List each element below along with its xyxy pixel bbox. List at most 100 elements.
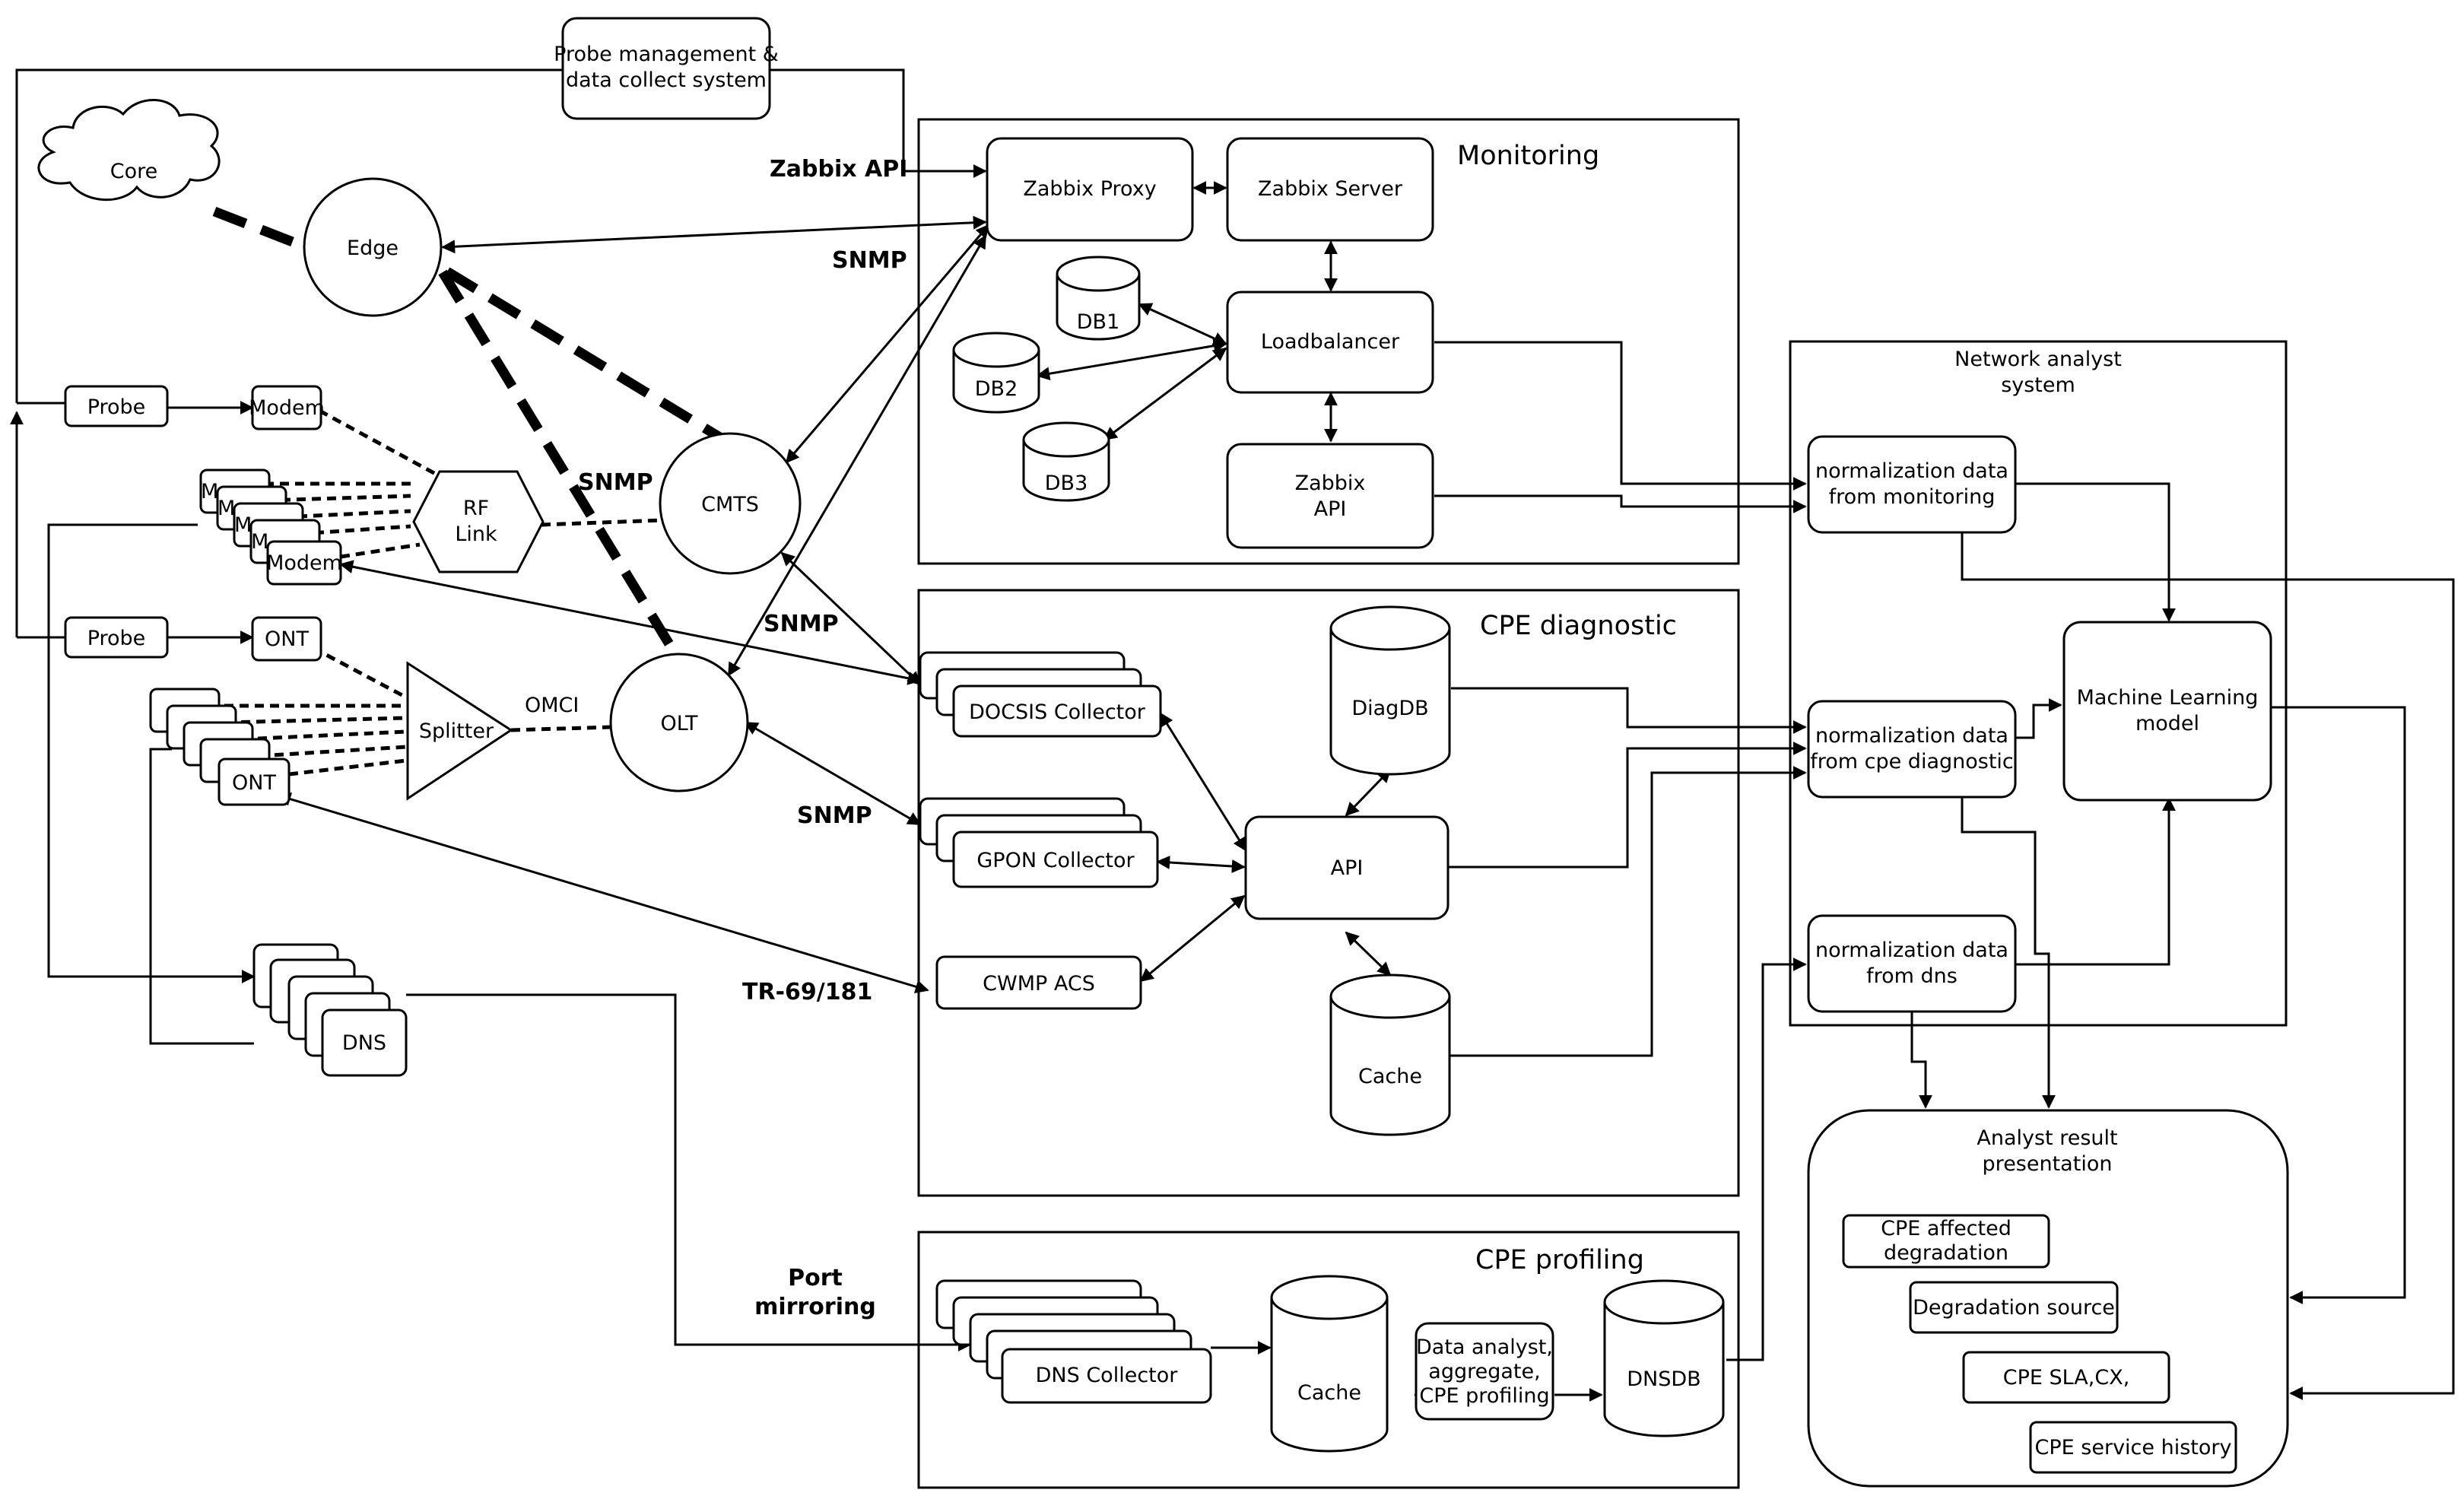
svg-text:CPE service history: CPE service history [2035, 1436, 2232, 1459]
splitter-node[interactable]: Splitter [406, 661, 513, 801]
svg-text:Zabbix Proxy: Zabbix Proxy [1023, 177, 1156, 201]
port-mirroring-label-line1: Port [788, 1265, 843, 1291]
svg-text:M: M [251, 530, 268, 554]
cache-diag-cylinder[interactable]: Cache [1329, 974, 1451, 1136]
analyst-result-title-line2: presentation [1983, 1152, 2113, 1176]
cwmp-acs[interactable]: CWMP ACS [935, 955, 1142, 1010]
svg-text:OLT: OLT [660, 712, 698, 735]
mgmt-to-probe-line [15, 68, 563, 403]
norm-monitoring[interactable]: normalization data from monitoring [1807, 435, 2017, 534]
svg-text:Loadbalancer: Loadbalancer [1261, 330, 1400, 354]
snmp-label-3: SNMP [764, 611, 839, 637]
zabbix-api-label: Zabbix API [770, 156, 907, 183]
analyst-result-title-line1: Analyst result [1977, 1126, 2117, 1150]
degradation-source[interactable]: Degradation source [1909, 1281, 2119, 1334]
norm-dns[interactable]: normalization data from dns [1807, 914, 2017, 1013]
api-node[interactable]: API [1244, 815, 1450, 920]
cpe-affected-degradation[interactable]: CPE affected degradation [1842, 1214, 2050, 1269]
db2-cylinder[interactable]: DB2 [952, 332, 1040, 414]
port-mirroring-line [406, 993, 972, 1351]
loadbalancer[interactable]: Loadbalancer [1226, 291, 1434, 394]
edge-labels: Zabbix API SNMP SNMP SNMP SNMP OMCI TR-6… [525, 156, 907, 1320]
network-analyst-group: Network analyst system [1789, 340, 2288, 1027]
svg-text:API: API [1314, 497, 1347, 521]
data-analyst-node[interactable]: Data analyst, aggregate, CPE profiling [1415, 1322, 1554, 1421]
zabbix-server[interactable]: Zabbix Server [1226, 137, 1434, 242]
svg-text:M: M [201, 480, 218, 503]
svg-text:Modem: Modem [266, 551, 342, 575]
svg-text:DNS Collector: DNS Collector [1036, 1364, 1179, 1387]
svg-text:DB1: DB1 [1077, 310, 1120, 334]
probe-management-node[interactable]: Probe management & data collect system [554, 17, 779, 120]
svg-text:Modem: Modem [249, 396, 325, 420]
dnsdb-cylinder[interactable]: DNSDB [1603, 1279, 1725, 1437]
svg-text:Zabbix: Zabbix [1295, 472, 1366, 495]
probe-top[interactable]: Probe [64, 385, 169, 427]
cache-profiling-cylinder[interactable]: Cache [1270, 1275, 1389, 1453]
rflink-cmts-link [541, 518, 662, 527]
edge-olt-link [438, 269, 680, 657]
ont-stack[interactable]: ONT [149, 688, 291, 806]
svg-text:aggregate,: aggregate, [1428, 1360, 1540, 1383]
core-cloud[interactable]: Core [37, 99, 221, 202]
svg-text:DiagDB: DiagDB [1351, 697, 1428, 720]
modem-rflink-link [318, 408, 441, 478]
zabbix-api-node[interactable]: Zabbix API [1226, 443, 1434, 549]
svg-text:DNS: DNS [342, 1031, 386, 1055]
cpe-service-history[interactable]: CPE service history [2029, 1421, 2237, 1474]
svg-text:Machine Learning: Machine Learning [2077, 686, 2259, 710]
cmts-node[interactable]: CMTS [659, 432, 802, 575]
edge-router[interactable]: Edge [303, 177, 443, 317]
svg-text:M: M [234, 513, 252, 537]
svg-text:from cpe diagnostic: from cpe diagnostic [1810, 750, 2014, 773]
port-mirroring-label-line2: mirroring [754, 1294, 876, 1320]
tr69-label: TR-69/181 [742, 979, 872, 1005]
splitter-olt-link [510, 725, 612, 732]
docsis-collector[interactable]: DOCSIS Collector [919, 651, 1162, 738]
svg-text:from dns: from dns [1866, 964, 1958, 988]
diagdb-cylinder[interactable]: DiagDB [1329, 605, 1451, 776]
mgmt-to-zabbix-proxy-arrow [770, 68, 987, 178]
svg-text:Degradation source: Degradation source [1913, 1296, 2115, 1320]
svg-text:RF: RF [463, 497, 489, 520]
svg-text:Probe management &: Probe management & [554, 43, 779, 66]
cpe-diagnostic-group-title: CPE diagnostic [1480, 611, 1677, 641]
cpe-sla-cx[interactable]: CPE SLA,CX, [1962, 1351, 2170, 1404]
db3-cylinder[interactable]: DB3 [1022, 421, 1110, 502]
ml-model[interactable]: Machine Learning model [2062, 621, 2272, 802]
dns-stack[interactable]: DNS [252, 943, 408, 1077]
gpon-collector[interactable]: GPON Collector [919, 797, 1159, 888]
norm-cpe-diagnostic[interactable]: normalization data from cpe diagnostic [1807, 700, 2017, 799]
svg-text:Link: Link [455, 522, 497, 546]
zabbix-proxy[interactable]: Zabbix Proxy [986, 137, 1194, 242]
svg-text:API: API [1331, 856, 1364, 880]
svg-text:DB2: DB2 [975, 377, 1018, 401]
ont-splitter-link [312, 646, 412, 702]
svg-text:M: M [218, 497, 235, 520]
svg-text:degradation: degradation [1884, 1241, 2008, 1265]
modem-stack[interactable]: M M M M Modem [199, 468, 342, 586]
svg-text:Probe: Probe [87, 395, 146, 419]
svg-text:CPE SLA,CX,: CPE SLA,CX, [2003, 1366, 2130, 1390]
edge-cmts-link [444, 267, 726, 443]
modem-top[interactable]: Modem [249, 385, 325, 430]
db1-cylinder[interactable]: DB1 [1056, 256, 1141, 341]
svg-text:DNSDB: DNSDB [1627, 1367, 1700, 1391]
olt-node[interactable]: OLT [609, 653, 749, 792]
svg-text:CMTS: CMTS [701, 493, 759, 516]
svg-text:ONT: ONT [265, 627, 309, 651]
svg-text:Data analyst,: Data analyst, [1416, 1336, 1553, 1359]
svg-text:Cache: Cache [1297, 1381, 1361, 1405]
probe-bottom[interactable]: Probe [64, 616, 169, 659]
svg-text:CWMP ACS: CWMP ACS [983, 972, 1095, 996]
dns-collector[interactable]: DNS Collector [935, 1279, 1212, 1404]
svg-text:CPE profiling: CPE profiling [1419, 1384, 1549, 1408]
core-edge-link [212, 206, 306, 252]
svg-text:normalization data: normalization data [1815, 459, 2008, 483]
ont-top[interactable]: ONT [251, 616, 322, 662]
rf-link-node[interactable]: RF Link [412, 470, 545, 573]
edge-zabbix-proxy-arrow [441, 215, 987, 254]
snmp-label-4: SNMP [797, 802, 872, 829]
network-analyst-title-line1: Network analyst [1954, 348, 2122, 371]
